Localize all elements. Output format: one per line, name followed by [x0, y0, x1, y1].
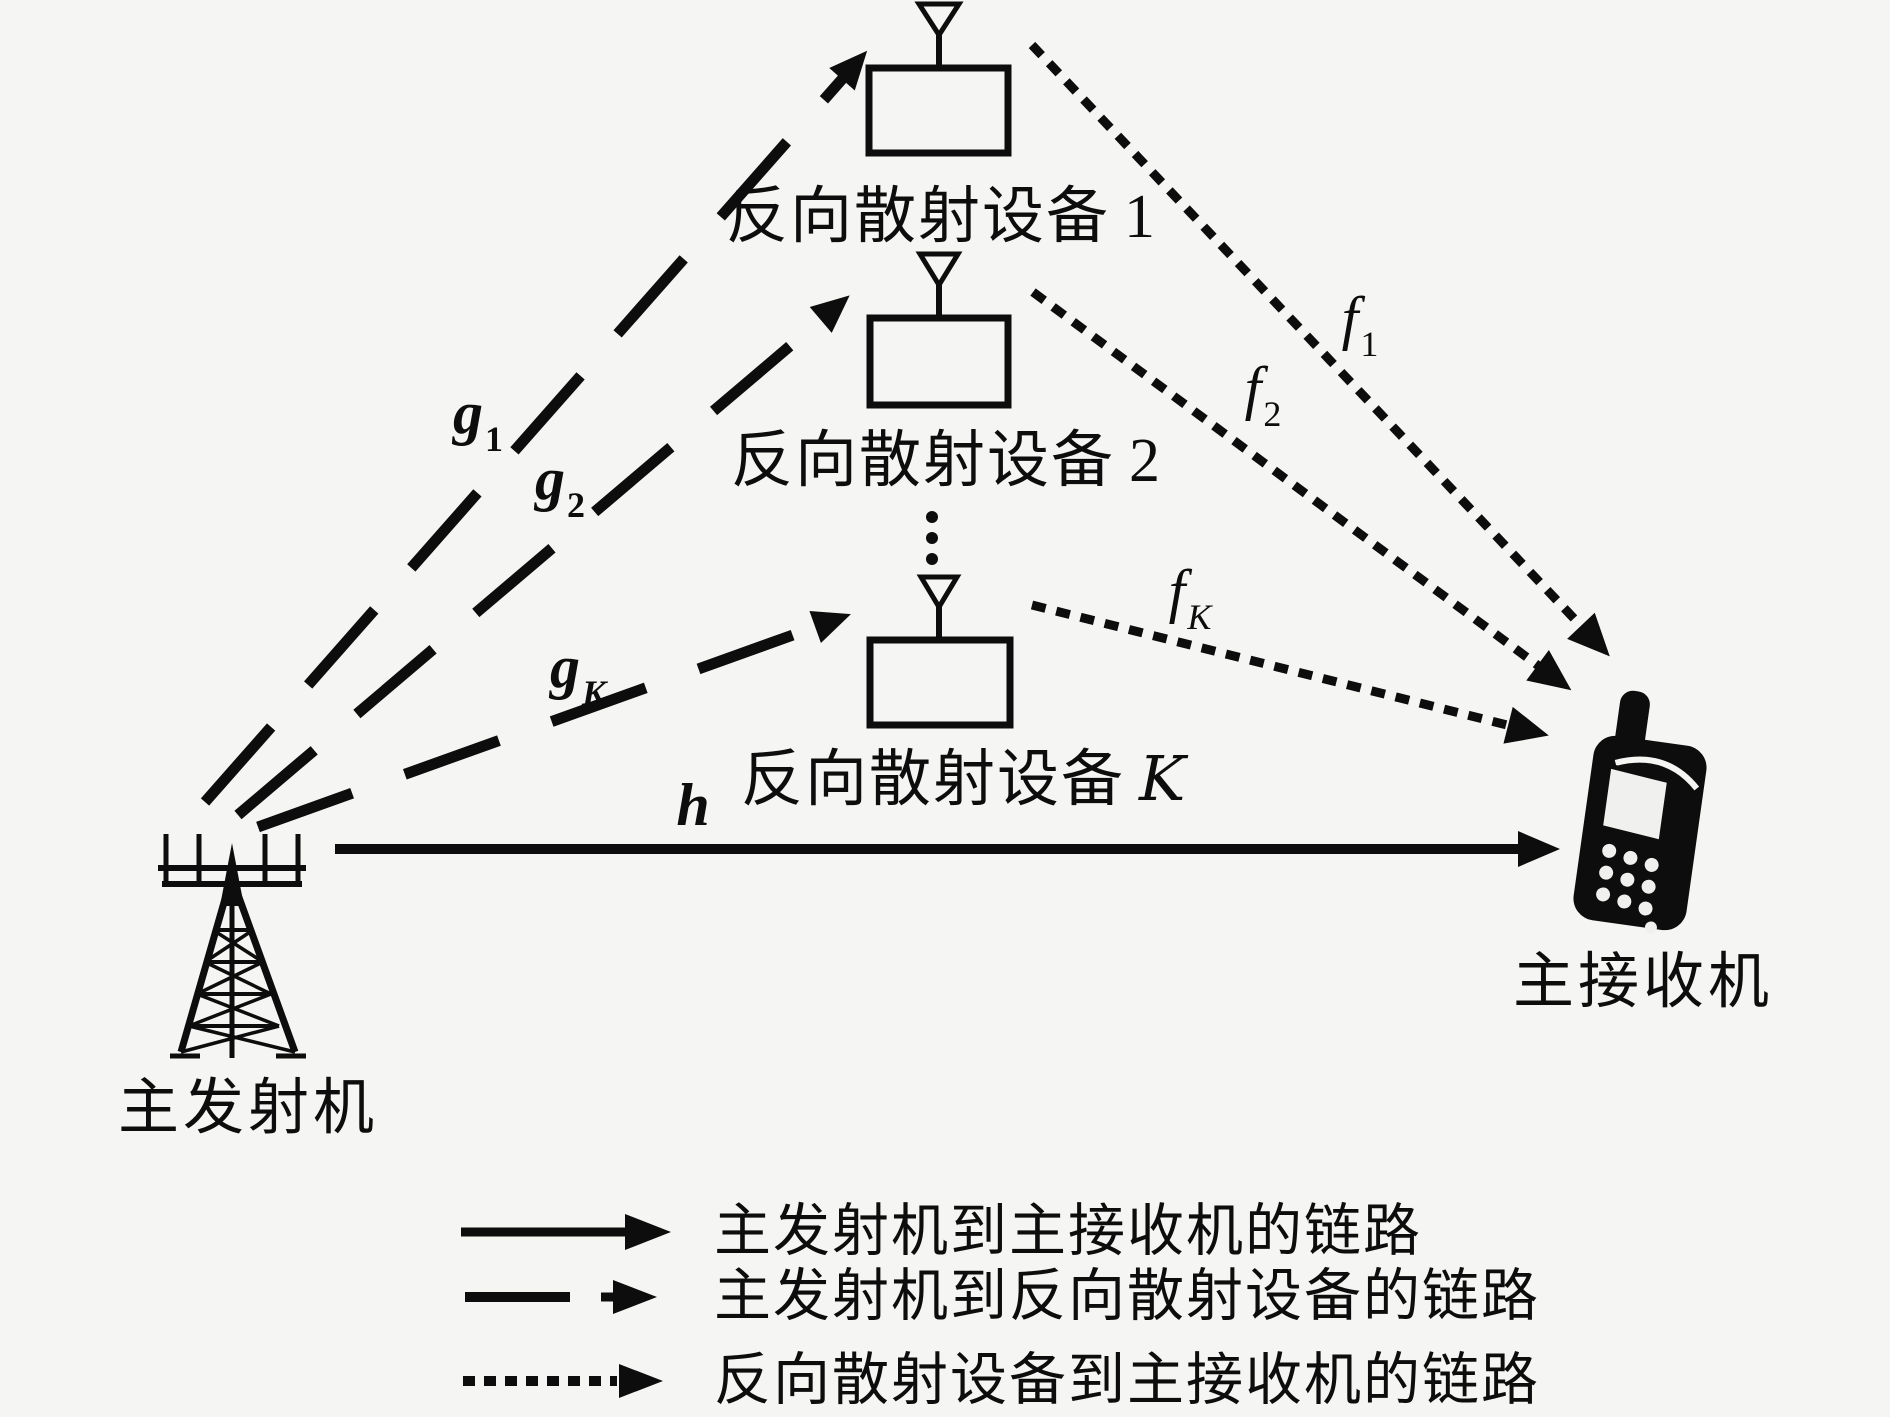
h-base: h [676, 772, 710, 838]
link-g1-dashed-line [200, 50, 868, 806]
gK-base: g [549, 634, 580, 700]
g2-base: g [535, 446, 565, 512]
receiver-label: 主接收机 [1513, 949, 1774, 1016]
device-2-antenna-icon [915, 251, 963, 290]
backscatter-device-2-icon [866, 251, 1012, 409]
device-K-box [866, 636, 1014, 729]
legend-solid-arrow-icon [461, 1213, 671, 1250]
channel-f2-label: f2 [1245, 358, 1282, 432]
device-2-index: 2 [1129, 427, 1163, 495]
device-to-receiver-links [1028, 41, 1610, 744]
legend-dashed-label: 主发射机到反向散射设备的链路 [714, 1265, 1540, 1328]
device-K-name: 反向散射设备 [741, 746, 1126, 814]
backscatter-device-K-icon [866, 574, 1014, 729]
legend-item-solid: 主发射机到主接收机的链路 [455, 1203, 1422, 1260]
device-1-index: 1 [1124, 183, 1158, 251]
transmitter-tower-icon [158, 834, 306, 1059]
channel-fK-label: fK [1169, 561, 1212, 635]
device-1-name: 反向散射设备 [726, 183, 1111, 251]
legend-item-dashed: 主发射机到反向散射设备的链路 [455, 1268, 1540, 1325]
transmitter-label: 主发射机 [118, 1075, 379, 1142]
device-1-antenna-icon [914, 1, 964, 40]
link-g2-dashed-line [234, 295, 850, 820]
link-gK-dashed-line [256, 611, 851, 833]
transmitter-to-device-links [200, 50, 868, 833]
device-K-index: K [1139, 742, 1188, 815]
receiver-phone-icon [1573, 690, 1707, 934]
device-2-name: 反向散射设备 [731, 427, 1116, 495]
legend-dotted-label: 反向散射设备到主接收机的链路 [714, 1349, 1540, 1412]
g2-sub: 2 [567, 485, 585, 525]
f2-base: f [1244, 355, 1262, 421]
f1-sub: 1 [1360, 324, 1379, 364]
f2-sub: 2 [1263, 394, 1282, 434]
channel-f1-label: f1 [1342, 288, 1379, 362]
channel-g1-label: g1 [453, 383, 503, 457]
phone-screen [1597, 762, 1673, 846]
device-1-box [865, 64, 1012, 157]
channel-h-label: h [676, 775, 711, 849]
device-2-box [866, 314, 1012, 409]
legend-solid-label: 主发射机到主接收机的链路 [714, 1200, 1422, 1263]
g1-sub: 1 [485, 419, 503, 459]
link-f2-dotted-line [1030, 288, 1572, 691]
phone-keypad [1596, 843, 1659, 934]
device-K-antenna-icon [916, 574, 962, 612]
phone-antenna-icon [1615, 690, 1650, 751]
backscatter-device-1-icon [865, 1, 1012, 157]
legend-dotted-arrow-icon [463, 1363, 663, 1398]
g1-base: g [453, 380, 483, 446]
fK-sub: K [1187, 597, 1212, 637]
h-sub [710, 811, 712, 851]
fK-base: f [1168, 558, 1186, 624]
link-fK-dotted-line [1030, 600, 1549, 744]
link-f1-dotted-line [1028, 41, 1610, 657]
channel-g2-label: g2 [535, 449, 585, 523]
gK-sub: K [581, 673, 607, 713]
f1-base: f [1341, 285, 1359, 351]
vertical-ellipsis-icon [926, 511, 938, 565]
legend-dashed-arrow-icon [465, 1279, 657, 1314]
channel-gK-label: gK [550, 637, 606, 711]
legend-item-dotted: 反向散射设备到主接收机的链路 [455, 1352, 1540, 1409]
